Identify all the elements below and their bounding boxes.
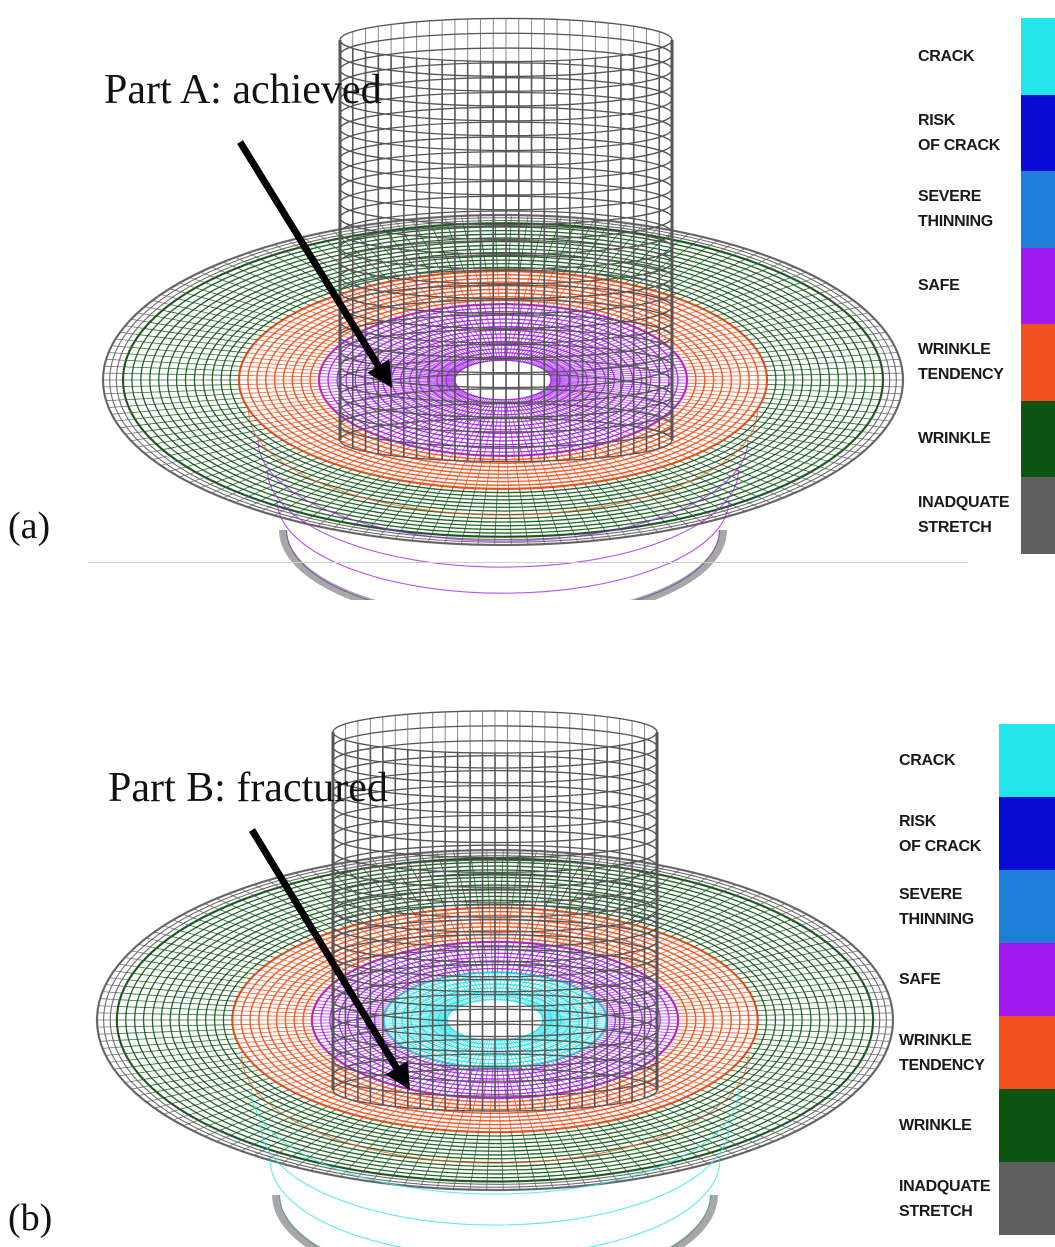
part-b-fld-mesh <box>95 710 895 1247</box>
panel-a-legend-swatch-6 <box>1021 477 1055 554</box>
panel-a-legend-swatch-1 <box>1021 94 1055 171</box>
part-a-label: Part A: achieved <box>104 67 382 113</box>
panel-a-legend-swatch-5 <box>1021 400 1055 477</box>
panel-b: Part B: fractured (b) CRACK RISK OF CRACK… <box>0 620 1055 1247</box>
panel-b-legend-swatch-6 <box>999 1162 1055 1235</box>
panel-b-legend-swatch-5 <box>999 1089 1055 1162</box>
panel-a: Part A: achieved (a) CRACK RISK OF CRACK S… <box>0 0 1055 600</box>
panel-a-legend-label-3: SAFE <box>918 277 960 295</box>
panel-b-legend-label-5: WRINKLE <box>899 1117 972 1134</box>
panel-a-legend-label-2: SEVERE THINNING <box>918 188 993 231</box>
panel-a-legend-swatch-4 <box>1021 324 1055 401</box>
panel-b-label: (b) <box>8 1197 53 1239</box>
panel-a-legend-label-4: WRINKLE TENDENCY <box>918 341 1004 384</box>
panel-b-legend-swatch-4 <box>999 1016 1055 1089</box>
panel-a-label: (a) <box>8 505 51 547</box>
panel-a-legend-label-6: INADQUATE STRETCH <box>918 494 1010 537</box>
panel-a-legend-label-5: WRINKLE <box>918 430 991 448</box>
panel-b-legend-swatch-0 <box>999 724 1055 797</box>
panel-a-legend-swatch-0 <box>1021 18 1055 95</box>
panel-a-legend-swatch-3 <box>1021 247 1055 324</box>
panel-separator <box>88 562 968 563</box>
panel-b-legend-swatch-3 <box>999 943 1055 1016</box>
panel-a-legend-label-0: CRACK <box>918 47 975 65</box>
panel-b-legend-label-3: SAFE <box>899 971 941 988</box>
panel-b-legend-label-0: CRACK <box>899 752 956 769</box>
panel-b-legend-label-4: WRINKLE TENDENCY <box>899 1031 985 1074</box>
panel-b-legend-label-2: SEVERE THINNING <box>899 885 974 928</box>
panel-a-legend-label-1: RISK OF CRACK <box>918 111 1001 154</box>
panel-b-legend-label-6: INADQUATE STRETCH <box>899 1177 991 1220</box>
panel-a-legend-swatch-2 <box>1021 171 1055 248</box>
panel-b-legend-label-1: RISK OF CRACK <box>899 812 982 855</box>
part-b-label: Part B: fractured <box>108 765 388 811</box>
part-a-fld-mesh <box>101 17 905 600</box>
panel-b-legend-swatch-2 <box>999 870 1055 943</box>
panel-b-legend-swatch-1 <box>999 797 1055 870</box>
